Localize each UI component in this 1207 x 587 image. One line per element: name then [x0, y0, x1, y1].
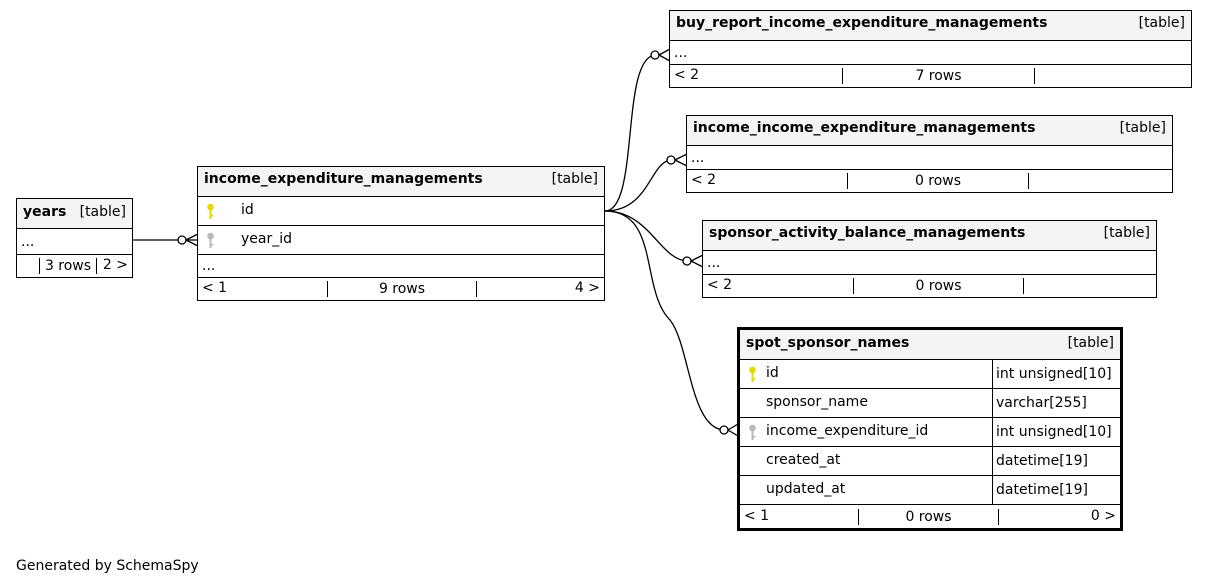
column-row[interactable]: created_at datetime[19] — [740, 447, 1120, 476]
column-row[interactable]: id — [198, 197, 604, 226]
column-row[interactable]: sponsor_name varchar[255] — [740, 389, 1120, 418]
table-name: income_income_expenditure_managements — [693, 120, 1036, 136]
table-spot-sponsor-names[interactable]: spot_sponsor_names [table] id int unsign… — [737, 327, 1123, 531]
table-footer: < 2 7 rows — [670, 65, 1191, 87]
column-type: varchar[255] — [992, 389, 1196, 417]
optional-marker — [666, 155, 676, 165]
primary-key-icon — [749, 366, 756, 382]
table-income-expenditure-managements[interactable]: income_expenditure_managements [table] i… — [197, 166, 605, 301]
table-name: spot_sponsor_names — [746, 335, 910, 351]
column-name: year_id — [241, 231, 293, 247]
table-footer: < 2 0 rows — [703, 275, 1156, 297]
table-sponsor-activity-balance-managements[interactable]: sponsor_activity_balance_managements [ta… — [702, 220, 1157, 298]
column-row[interactable]: updated_at datetime[19] — [740, 476, 1120, 505]
column-name: income_expenditure_id — [766, 423, 929, 439]
optional-marker — [650, 50, 660, 60]
primary-key-icon — [207, 203, 214, 219]
table-name: buy_report_income_expenditure_management… — [676, 15, 1048, 31]
ellipsis-row: ... — [198, 255, 604, 278]
generated-by-label: Generated by SchemaSpy — [16, 558, 199, 574]
table-type: [table] — [1103, 225, 1150, 241]
row-count: 7 rows — [842, 68, 1035, 84]
row-count: 0 rows — [853, 278, 1024, 294]
row-count: 0 rows — [847, 173, 1029, 189]
table-name: sponsor_activity_balance_managements — [709, 225, 1026, 241]
row-count: 0 rows — [858, 508, 999, 525]
column-type: int unsigned[10] — [992, 360, 1196, 388]
column-row[interactable]: id int unsigned[10] — [740, 360, 1120, 389]
column-row[interactable]: year_id — [198, 226, 604, 255]
column-name: created_at — [766, 452, 841, 468]
column-type: datetime[19] — [992, 447, 1196, 475]
table-footer: < 1 0 rows 0 > — [744, 507, 1116, 525]
foreign-key-icon — [207, 232, 214, 248]
ellipsis-row: ... — [687, 146, 1172, 170]
table-type: [table] — [1119, 120, 1166, 136]
row-count: 9 rows — [327, 281, 477, 297]
row-count: 3 rows — [39, 258, 97, 274]
table-footer: 3 rows 2 > — [17, 255, 132, 277]
column-name: id — [766, 365, 779, 381]
table-header: income_expenditure_managements [table] — [198, 167, 604, 197]
table-years[interactable]: years [table] ... 3 rows 2 > — [16, 198, 133, 278]
table-name: income_expenditure_managements — [204, 171, 483, 187]
ellipsis-row: ... — [17, 229, 132, 255]
table-name: years — [23, 204, 67, 220]
table-header: income_income_expenditure_managements [t… — [687, 116, 1172, 146]
table-footer: < 1 9 rows 4 > — [202, 280, 600, 297]
optional-marker — [682, 256, 692, 266]
column-row[interactable]: income_expenditure_id int unsigned[10] — [740, 418, 1120, 447]
table-type: [table] — [1067, 335, 1114, 351]
table-footer: < 2 0 rows — [687, 170, 1172, 192]
column-name: updated_at — [766, 481, 846, 497]
link-iem-iiem — [604, 159, 673, 212]
table-type: [table] — [1138, 15, 1185, 31]
table-type: [table] — [551, 171, 598, 187]
column-type: datetime[19] — [992, 476, 1196, 504]
foreign-key-icon — [749, 424, 756, 440]
table-header: years [table] — [17, 199, 132, 229]
column-type: int unsigned[10] — [992, 418, 1196, 446]
link-iem-buy — [604, 54, 657, 212]
optional-marker — [719, 425, 729, 435]
table-header: sponsor_activity_balance_managements [ta… — [703, 221, 1156, 251]
table-type: [table] — [79, 204, 126, 220]
ellipsis-row: ... — [703, 251, 1156, 275]
ellipsis-row: ... — [670, 41, 1191, 65]
optional-marker — [177, 235, 187, 245]
column-name: id — [241, 202, 254, 218]
link-iem-ssn — [604, 210, 726, 431]
table-buy-report-income-expenditure-managements[interactable]: buy_report_income_expenditure_management… — [669, 10, 1192, 88]
column-name: sponsor_name — [766, 394, 868, 410]
table-header: buy_report_income_expenditure_management… — [670, 11, 1191, 41]
table-income-income-expenditure-managements[interactable]: income_income_expenditure_managements [t… — [686, 115, 1173, 193]
table-header: spot_sponsor_names [table] — [740, 330, 1120, 360]
